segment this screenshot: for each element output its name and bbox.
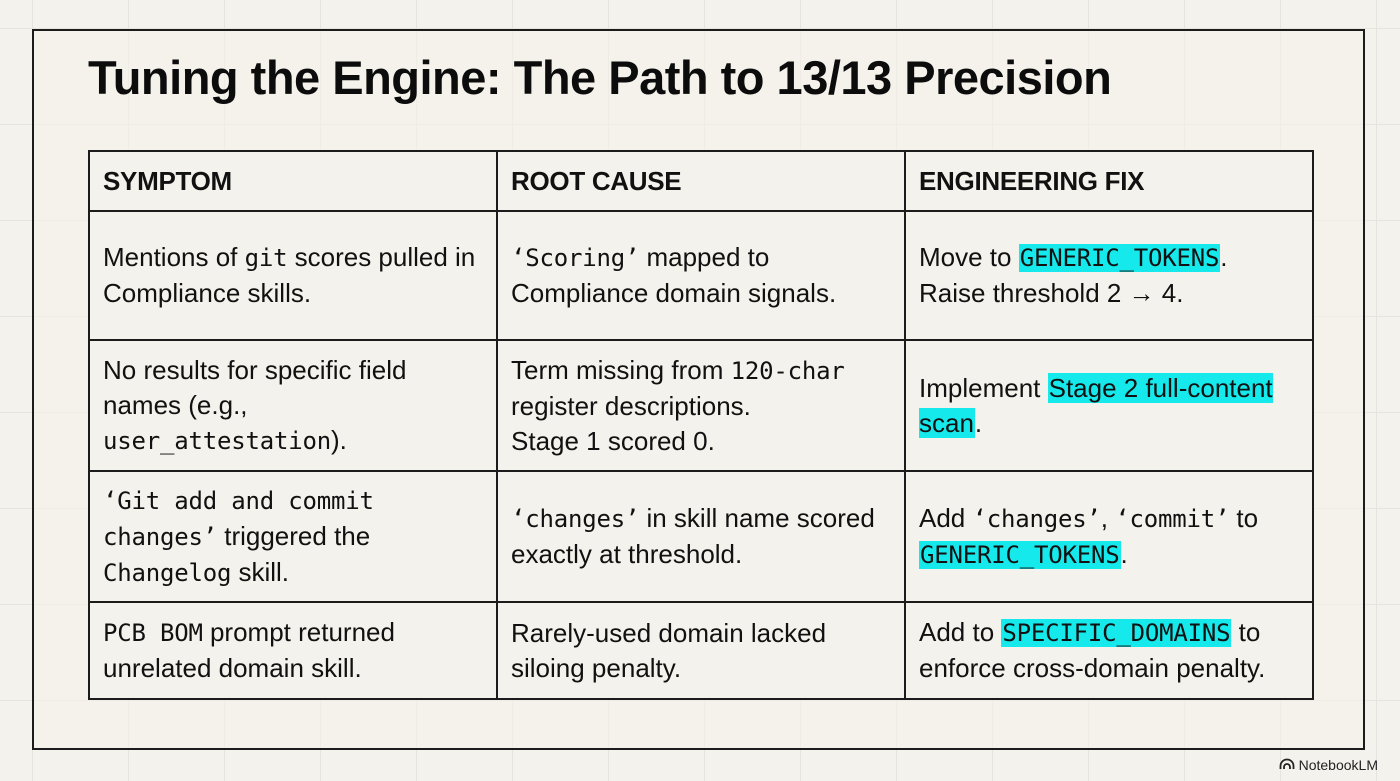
root-cause-cell: Term missing from 120-char register desc… (496, 339, 906, 472)
cell-text: Add to (919, 617, 1002, 647)
cell-text: in skill name scored exactly at threshol… (511, 503, 875, 569)
cell-text: Add (919, 502, 973, 533)
code-token: ‘Scoring’ (511, 244, 640, 272)
notebooklm-logo-icon (1279, 757, 1295, 773)
header-symptom: SYMPTOM (88, 150, 498, 212)
root-cause-cell: ‘Scoring’ mapped to Compliance domain si… (496, 210, 906, 341)
header-root-cause: ROOT CAUSE (496, 150, 906, 212)
fix-cell: Implement Stage 2 full-content scan. (904, 339, 1314, 472)
fix-cell: Move to GENERIC_TOKENS. Raise threshold 2… (904, 210, 1314, 341)
cell-text: Term missing from (511, 354, 731, 385)
cell-text: Stage 1 scored 0. (511, 425, 715, 456)
symptom-cell: ‘Git add and commit changes’ triggered t… (88, 470, 498, 603)
code-token: PCB BOM (103, 619, 203, 647)
highlighted-code-token: SPECIFIC_DOMAINS (1001, 619, 1232, 647)
cell-text: skill. (231, 556, 290, 587)
root-cause-cell: Rarely-used domain lacked siloing penalt… (496, 601, 906, 700)
code-token: git (244, 244, 288, 272)
cell-text: Mentions of (103, 242, 245, 272)
cell-text: Move to (919, 242, 1019, 272)
symptom-cell: PCB BOM prompt returned unrelated domain… (88, 601, 498, 700)
header-engineering-fix: ENGINEERING FIX (904, 150, 1314, 212)
cell-text: Implement (919, 372, 1048, 403)
cell-text: , (1100, 502, 1116, 533)
table-header-row: SYMPTOM ROOT CAUSE ENGINEERING FIX (88, 150, 1314, 212)
fix-cell: Add to SPECIFIC_DOMAINS to enforce cross… (904, 601, 1314, 700)
code-token: user_attestation (103, 426, 331, 455)
cell-text: . (1120, 538, 1128, 569)
cell-text: ). (331, 424, 347, 455)
code-token: 120-char (730, 356, 845, 385)
table-row: ‘Git add and commit changes’ triggered t… (88, 470, 1314, 603)
cell-text: Raise threshold 2 → 4. (919, 278, 1184, 308)
symptom-cell: Mentions of git scores pulled in Complia… (88, 210, 498, 341)
cell-text: to enforce cross-domain penalty. (919, 617, 1266, 683)
table-row: PCB BOM prompt returned unrelated domain… (88, 601, 1314, 700)
cell-text: triggered the (217, 520, 371, 551)
symptom-cell: No results for specific field names (e.g… (88, 339, 498, 472)
tuning-table: SYMPTOM ROOT CAUSE ENGINEERING FIX Menti… (88, 150, 1314, 700)
code-token: ‘changes’ (511, 505, 640, 533)
code-token: Changelog (103, 558, 232, 587)
cell-text: No results for specific field names (e.g… (103, 354, 407, 420)
cell-text: Rarely-used domain lacked siloing penalt… (511, 617, 827, 683)
cell-text: scores pulled in Compliance skills. (103, 242, 476, 308)
cell-text: prompt returned unrelated domain skill. (103, 617, 395, 683)
code-token: ‘Git add and commit changes’ (103, 486, 374, 551)
cell-text: to (1229, 502, 1259, 533)
brand-label: NotebookLM (1298, 757, 1378, 773)
code-token: ‘changes’ (972, 504, 1101, 533)
highlighted-code-token: GENERIC_TOKENS (919, 540, 1121, 569)
cell-text: . (974, 407, 983, 438)
table-row: Mentions of git scores pulled in Complia… (88, 210, 1314, 341)
cell-text: mapped to Compliance domain signals. (511, 242, 837, 308)
code-token: ‘commit’ (1115, 504, 1230, 533)
notebooklm-brand: NotebookLM (1279, 757, 1378, 773)
highlighted-code-token: GENERIC_TOKENS (1018, 244, 1221, 272)
cell-text: . (1220, 242, 1228, 272)
root-cause-cell: ‘changes’ in skill name scored exactly a… (496, 470, 906, 603)
slide-title: Tuning the Engine: The Path to 13/13 Pre… (88, 51, 1112, 104)
fix-cell: Add ‘changes’, ‘commit’ to GENERIC_TOKEN… (904, 470, 1314, 603)
cell-text: register descriptions. (511, 390, 751, 421)
table-row: No results for specific field names (e.g… (88, 339, 1314, 472)
